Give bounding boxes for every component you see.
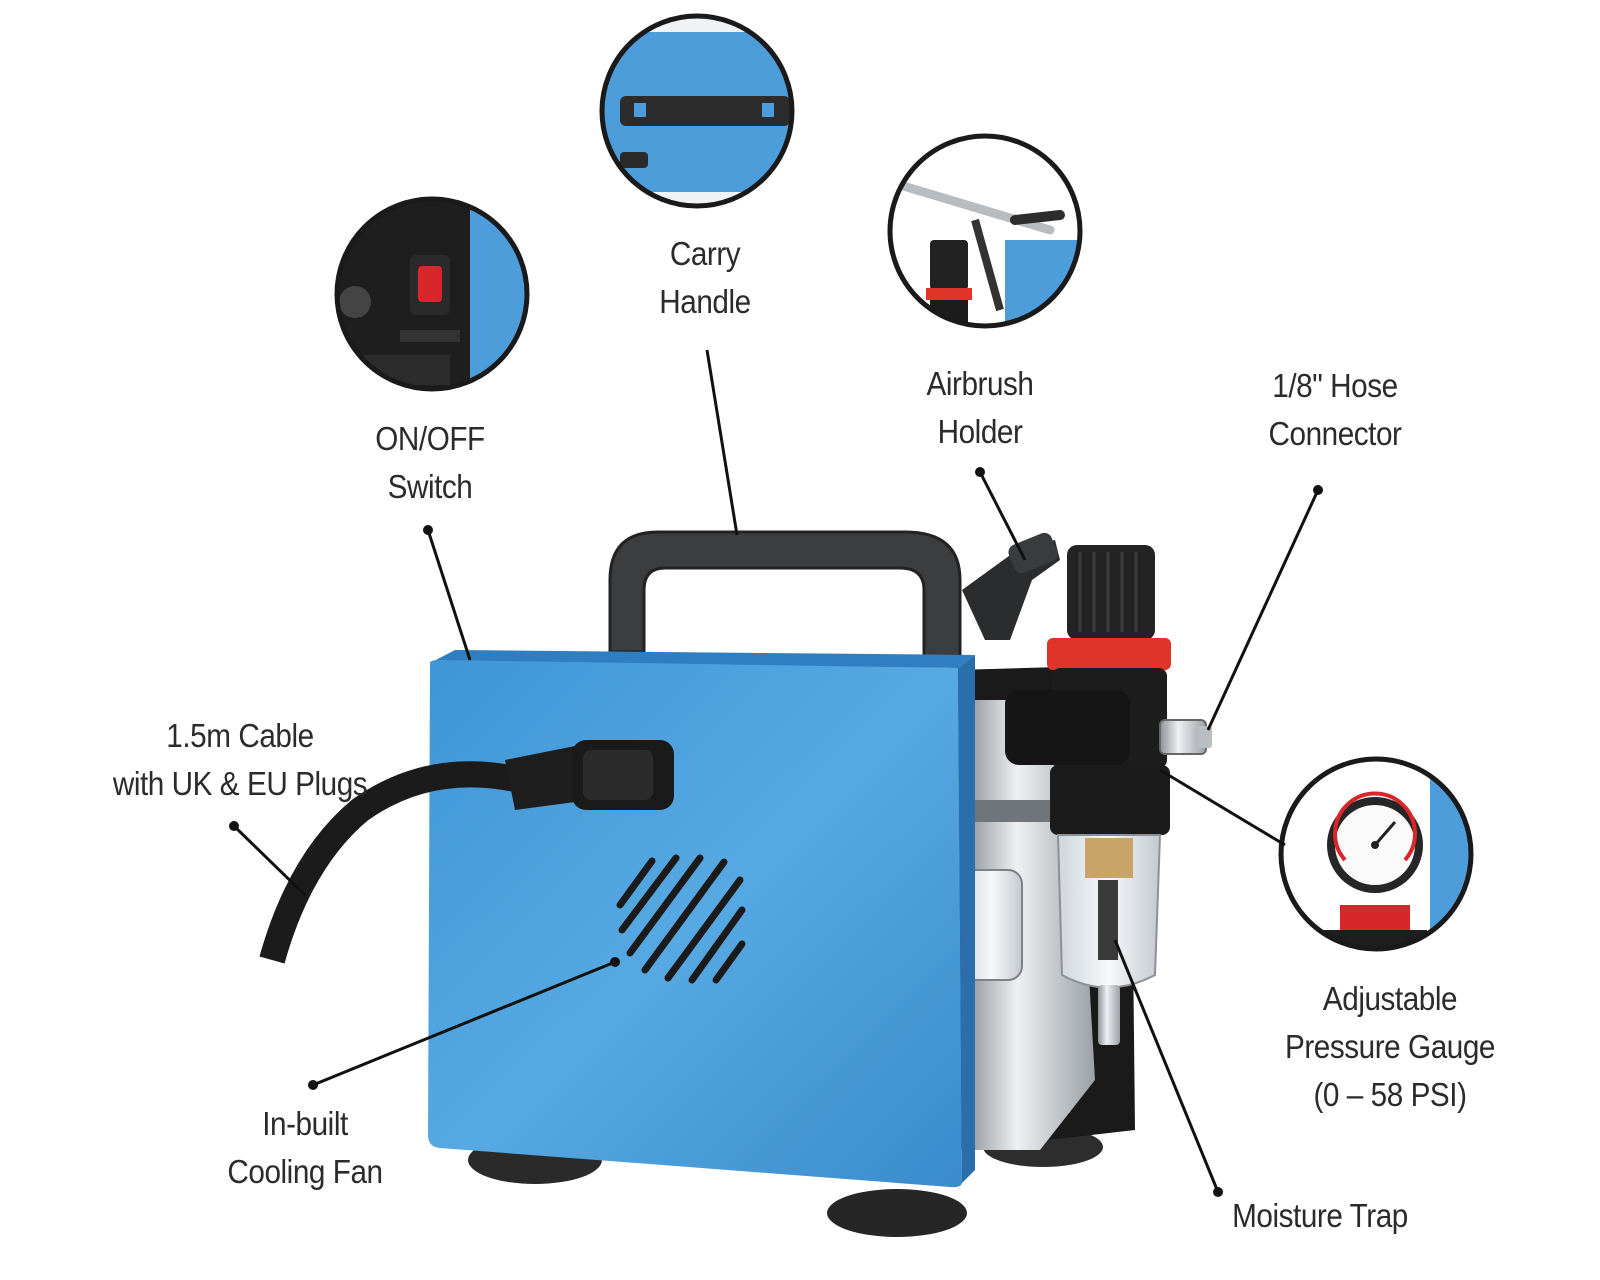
label-airbrush-holder: Airbrush Holder — [881, 360, 1079, 456]
airbrush-holder-inset — [887, 133, 1083, 329]
moisture-trap-drain — [1098, 985, 1120, 1045]
label-carry-handle: Carry Handle — [611, 230, 800, 326]
regulator-knob — [1067, 545, 1155, 640]
moisture-trap-cap — [1050, 765, 1170, 835]
label-line: Connector — [1268, 415, 1402, 452]
regulator-side-block — [1005, 690, 1130, 765]
leader-moisture-trap — [1113, 939, 1220, 1193]
power-cable — [259, 761, 523, 964]
rubber-foot-front — [827, 1189, 967, 1237]
label-line: Airbrush — [926, 365, 1034, 402]
compressor-illustration — [259, 530, 1212, 1237]
label-moisture-trap: Moisture Trap — [1208, 1192, 1433, 1240]
label-line: Pressure Gauge — [1285, 1028, 1495, 1065]
label-hose-connector: 1/8" Hose Connector — [1223, 362, 1448, 458]
leader-cable — [232, 824, 307, 897]
label-on-off-switch: ON/OFF Switch — [336, 415, 525, 511]
leader-on-off-switch — [426, 529, 472, 661]
blue-housing — [428, 660, 962, 1188]
regulator-red-ring — [1047, 638, 1171, 670]
label-cable: 1.5m Cable with UK & EU Plugs — [78, 712, 402, 808]
label-line: Handle — [659, 283, 751, 320]
moisture-trap-filter — [1085, 838, 1133, 878]
label-line: Holder — [937, 413, 1023, 450]
airbrush-holder-clip — [1008, 532, 1058, 574]
label-line: with UK & EU Plugs — [112, 765, 368, 802]
label-line: Carry — [669, 235, 741, 272]
label-pressure-gauge: Adjustable Pressure Gauge (0 – 58 PSI) — [1255, 975, 1525, 1119]
leader-pressure-gauge — [1159, 768, 1286, 847]
label-line: Switch — [387, 468, 473, 505]
leader-dots — [229, 467, 1323, 1197]
label-cooling-fan: In-built Cooling Fan — [202, 1100, 409, 1196]
label-line: ON/OFF — [375, 420, 485, 457]
leader-carry-handle — [705, 349, 739, 536]
motor-band — [965, 800, 1075, 822]
label-line: Adjustable — [1322, 980, 1458, 1017]
carry-handle-inset — [599, 13, 795, 209]
label-line: In-built — [262, 1105, 348, 1142]
leader-airbrush-holder — [978, 471, 1027, 561]
label-line: (0 – 58 PSI) — [1313, 1076, 1467, 1113]
label-line: Moisture Trap — [1232, 1197, 1408, 1234]
label-line: Cooling Fan — [227, 1153, 383, 1190]
label-line: 1/8" Hose — [1272, 367, 1398, 404]
pressure-gauge-inset — [1278, 756, 1474, 952]
leader-lines — [232, 349, 1320, 1193]
cooling-vent — [616, 854, 746, 984]
leader-cooling-fan — [312, 960, 616, 1087]
on-off-switch-inset — [334, 196, 530, 392]
power-plug — [505, 745, 590, 810]
blue-housing-side — [958, 655, 975, 1183]
label-line: 1.5m Cable — [166, 717, 314, 754]
carry-handle — [608, 530, 962, 662]
leader-hose-connector — [1206, 489, 1320, 731]
moisture-trap-stem — [1098, 880, 1118, 960]
